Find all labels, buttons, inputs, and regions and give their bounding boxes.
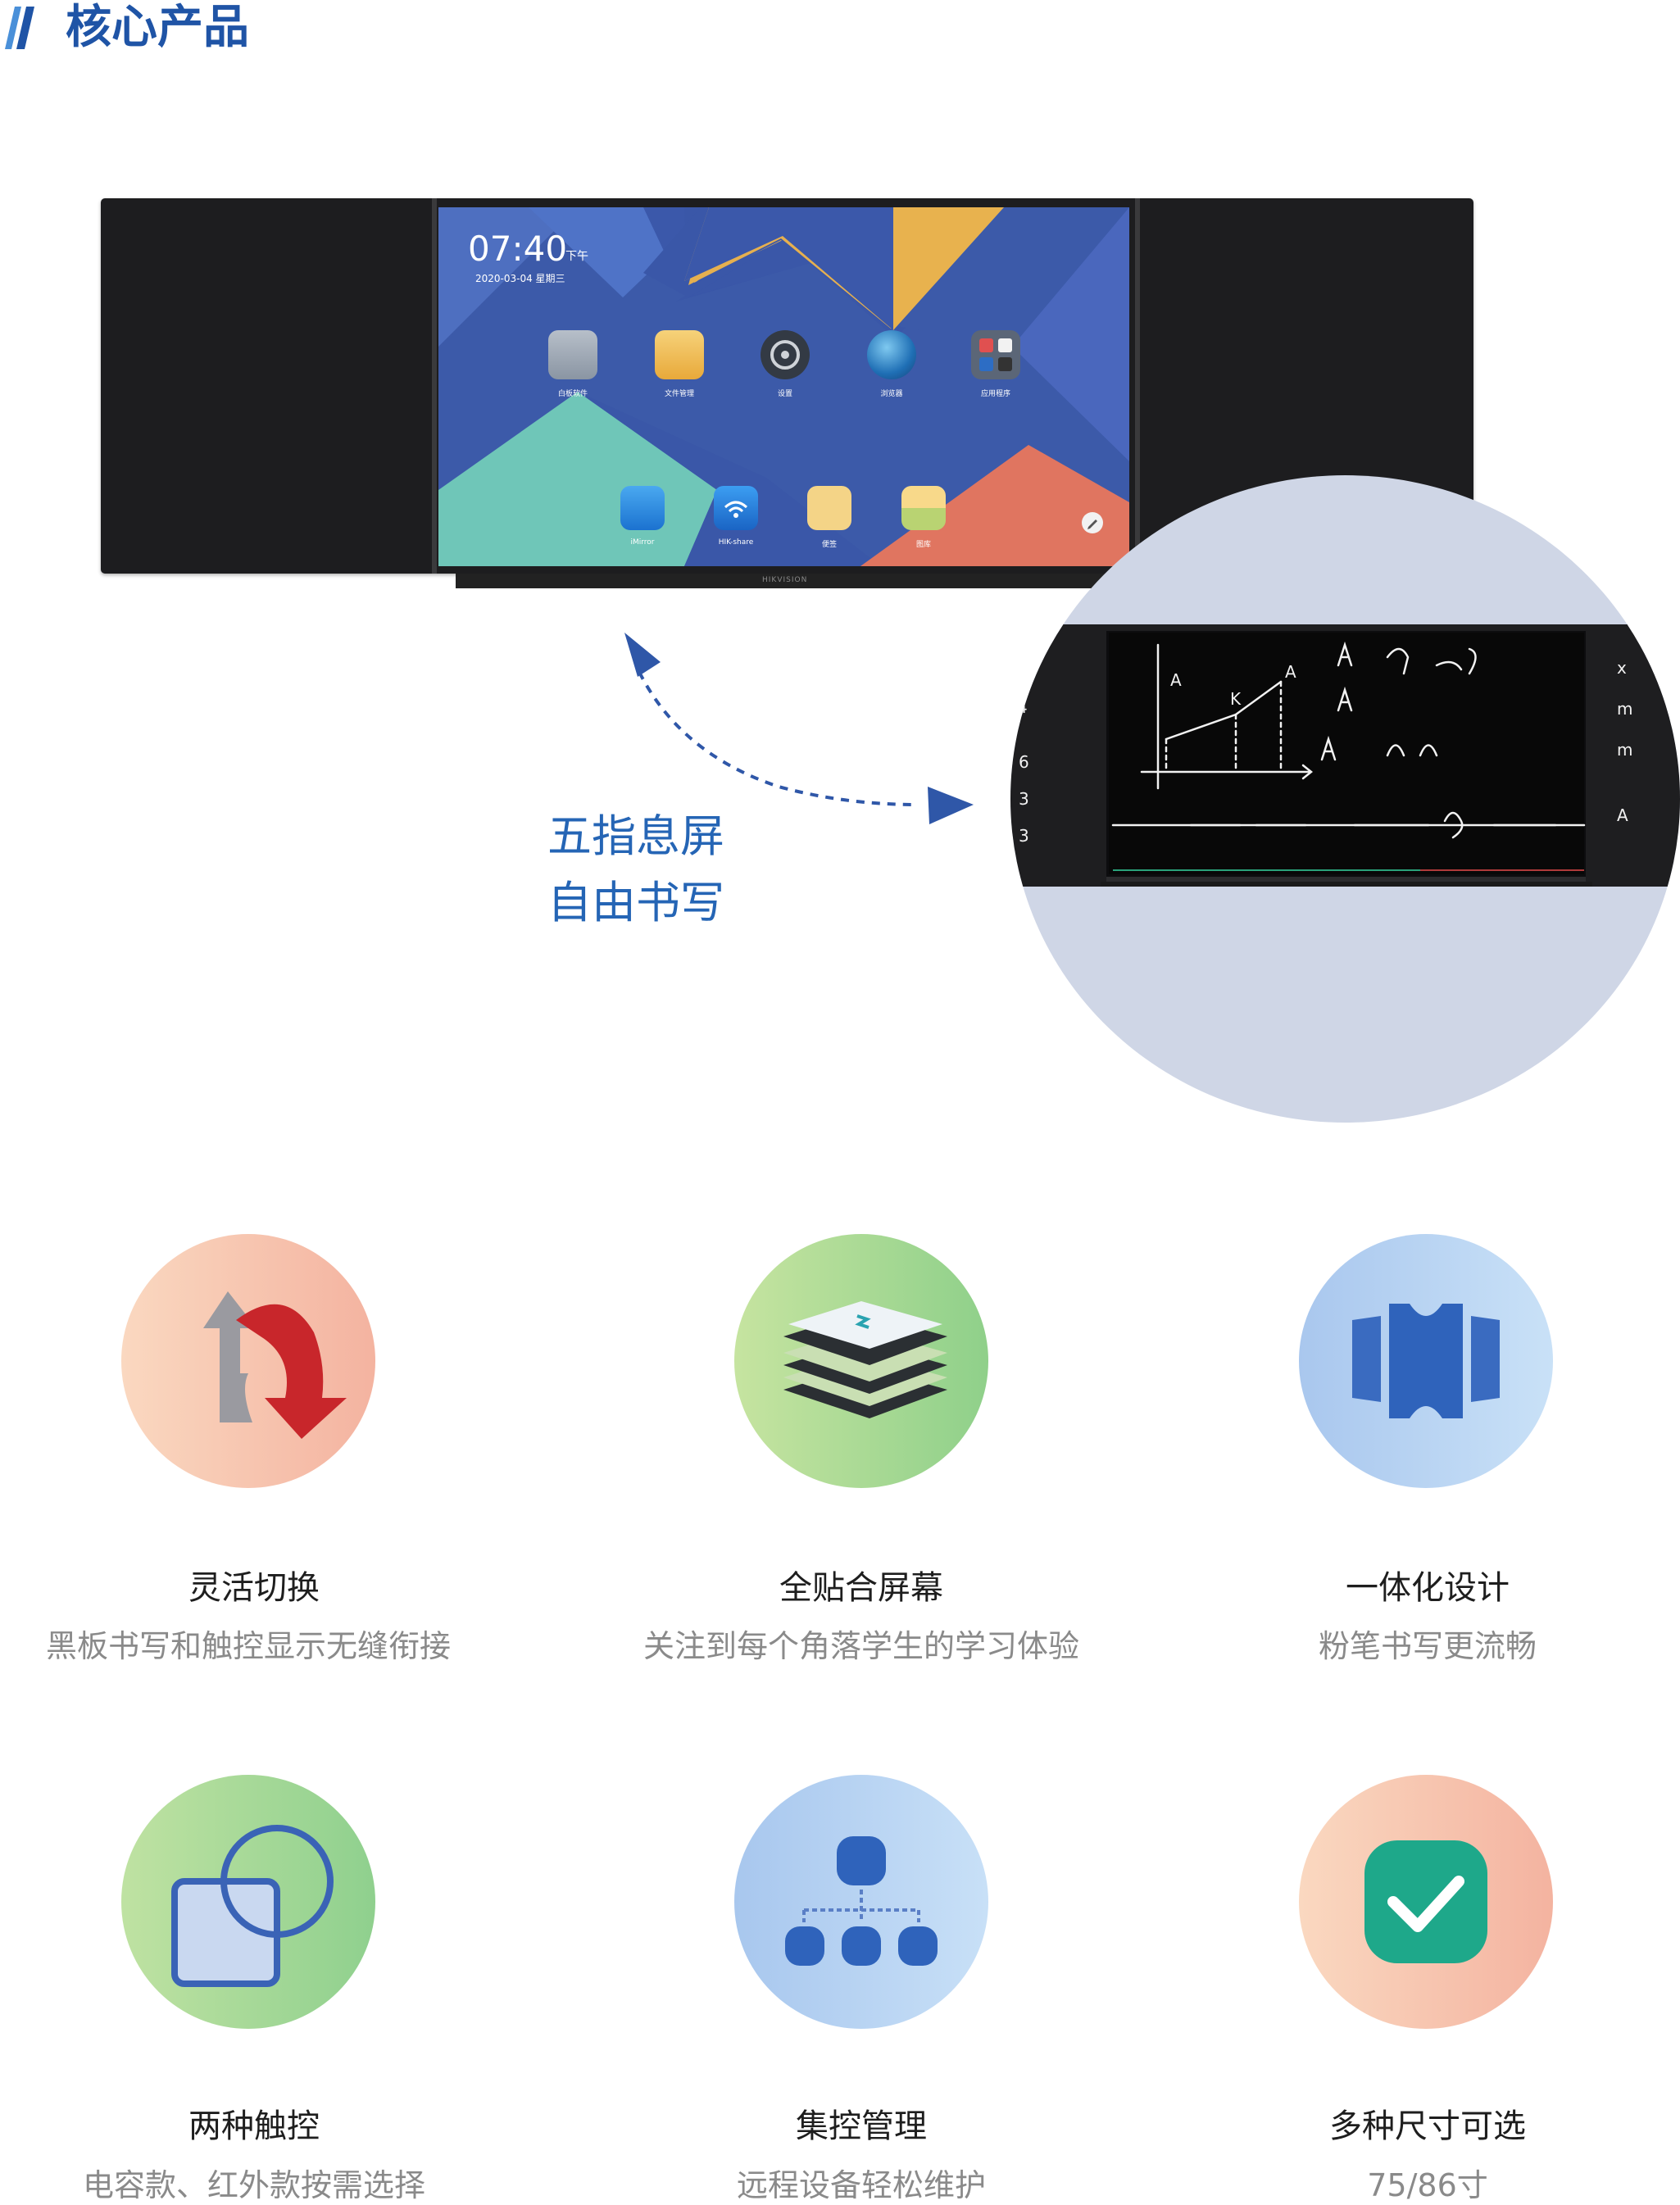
app-grid-icon: [971, 330, 1020, 379]
brand-logo: HIKVISION: [762, 576, 808, 584]
app-label: 应用程序: [980, 390, 1010, 398]
svg-text:A: A: [1285, 662, 1296, 682]
checkmark-icon: [1364, 1840, 1487, 1963]
header-bars-icon: [5, 7, 34, 49]
svg-text:m: m: [1617, 699, 1632, 719]
desktop-screen: 白板软件 文件管理 设置 浏览器 应用程序 iMirror HIK-share …: [438, 207, 1129, 566]
feature-title: 灵活切换: [188, 1569, 320, 1607]
switch-arrows-icon: [203, 1291, 347, 1439]
svg-text:m: m: [1617, 740, 1632, 760]
feature-title: 一体化设计: [1346, 1569, 1510, 1607]
app-file-manager[interactable]: 文件管理: [652, 207, 706, 398]
org-network-icon: [785, 1836, 938, 1966]
folder-icon: [655, 330, 704, 379]
feature-circle-central: [734, 1775, 988, 2029]
curved-arrow-icon: [624, 633, 974, 824]
feature-desc: 电容款、红外款按需选择: [82, 2167, 425, 2203]
clock-date: 2020-03-04 星期三: [475, 273, 565, 284]
board-seam-left: [432, 198, 437, 574]
feature-title: 多种尺寸可选: [1329, 2107, 1526, 2145]
app-label: HIK-share: [718, 538, 754, 547]
wifi-share-icon: [714, 486, 758, 530]
notes-icon: [807, 486, 851, 530]
app-gallery[interactable]: 图库: [897, 207, 951, 549]
app-hik-share[interactable]: HIK-share: [709, 207, 763, 547]
app-whiteboard[interactable]: 白板软件: [546, 207, 600, 398]
svg-text:4: 4: [1017, 697, 1028, 717]
svg-text:6: 6: [1019, 752, 1029, 772]
svg-text:A: A: [1170, 670, 1182, 690]
gallery-icon: [901, 486, 946, 530]
svg-text:K: K: [1230, 689, 1242, 709]
app-label: 浏览器: [880, 390, 903, 398]
zoom-detail-circle: A K A 4 6 3 3 x m m A: [1010, 475, 1680, 1123]
app-label: iMirror: [630, 538, 655, 547]
app-notes[interactable]: 便签: [802, 207, 856, 549]
feature-desc: 关注到每个角落学生的学习体验: [642, 1628, 1079, 1664]
app-label: 设置: [777, 390, 792, 398]
board-seam-right: [1135, 198, 1140, 574]
feature-title: 全贴合屏幕: [779, 1569, 943, 1607]
page-title: 核心产品: [66, 1, 249, 54]
svg-text:3: 3: [1019, 789, 1029, 809]
feature-desc: 粉笔书写更流畅: [1318, 1628, 1537, 1664]
chalk-tray: [456, 574, 1114, 588]
integrated-board-icon: [1352, 1304, 1500, 1418]
clock-ampm: 下午: [565, 250, 588, 263]
settings-gear-icon: [761, 330, 810, 379]
imirror-icon: [620, 486, 665, 530]
globe-icon: [867, 330, 916, 379]
app-settings[interactable]: 设置: [758, 207, 812, 398]
app-label: 图库: [915, 541, 931, 549]
chalkboard-writing-illustration: A K A 4 6 3 3 x m m A: [1010, 624, 1680, 887]
whiteboard-app-icon: [548, 330, 597, 379]
feature-circle-sizes: [1299, 1775, 1553, 2029]
feature-desc: 75/86寸: [1367, 2167, 1488, 2203]
touch-shapes-icon: [171, 1825, 334, 1987]
feature-circle-switch: [121, 1234, 375, 1488]
svg-text:x: x: [1617, 658, 1627, 678]
callout-line1: 五指息屏: [547, 810, 724, 862]
clock-time: 07:40: [468, 229, 568, 269]
svg-text:A: A: [1617, 805, 1628, 825]
feature-desc: 远程设备轻松维护: [736, 2167, 986, 2203]
app-browser[interactable]: 浏览器: [865, 207, 919, 398]
svg-text:3: 3: [1019, 826, 1029, 846]
laminated-layers-icon: [783, 1301, 947, 1418]
app-label: 便签: [821, 541, 837, 549]
app-imirror[interactable]: iMirror: [615, 207, 670, 547]
feature-circle-lamination: [734, 1234, 988, 1488]
pen-tool-icon[interactable]: [1082, 512, 1103, 533]
feature-title: 集控管理: [796, 2107, 927, 2145]
app-applications[interactable]: 应用程序: [969, 207, 1023, 398]
app-label: 白板软件: [557, 390, 588, 398]
app-label: 文件管理: [664, 390, 694, 398]
feature-title: 两种触控: [188, 2107, 320, 2145]
callout-line2: 自由书写: [547, 877, 724, 928]
wallpaper: [438, 207, 1129, 566]
feature-desc: 黑板书写和触控显示无缝衔接: [45, 1628, 451, 1664]
feature-circle-touch: [121, 1775, 375, 2029]
feature-circle-integrated: [1299, 1234, 1553, 1488]
